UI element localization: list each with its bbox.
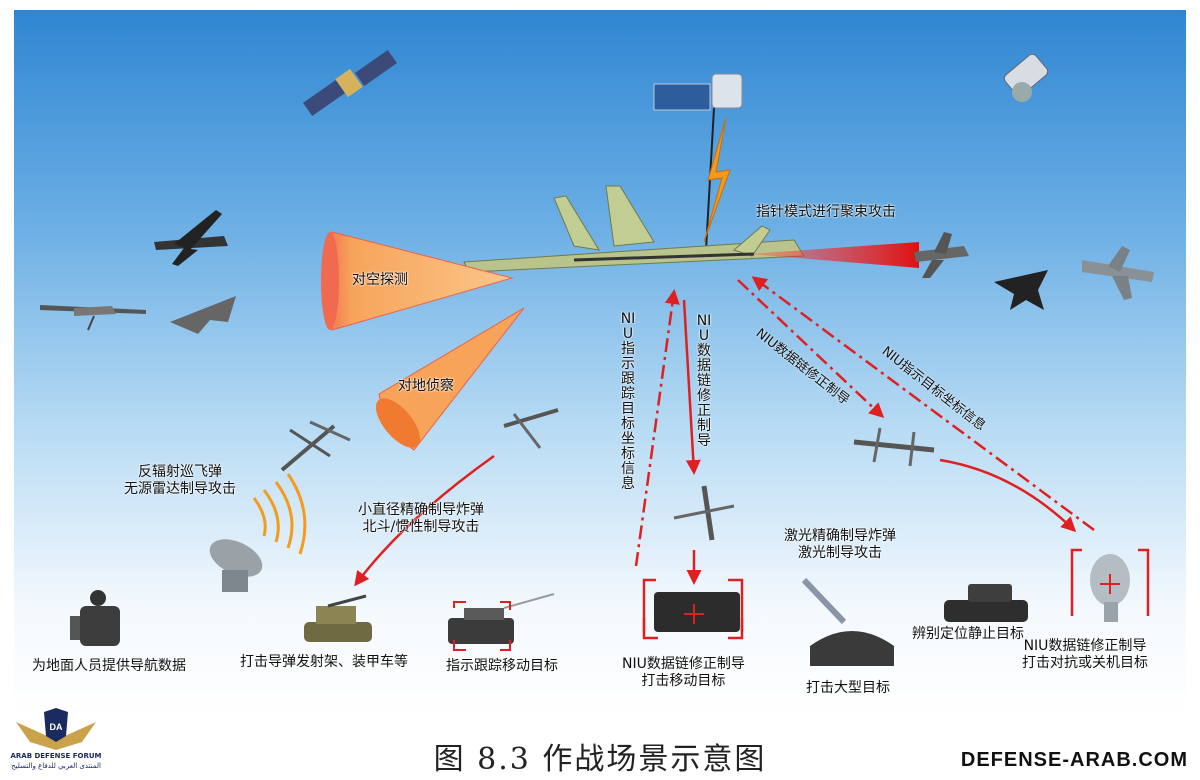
strike-launcher-label: 打击导弹发射架、装甲车等 [240,654,408,670]
pointer-mode-label: 指针模式进行聚束攻击 [756,204,896,220]
laser-bomb-label: 激光精确制导炸弹激光制导攻击 [784,528,896,561]
air-detection-label: 对空探测 [352,272,408,288]
target-bracket [453,601,511,651]
fighter-jet-icon [914,232,969,278]
guided-missile-icon [673,485,735,541]
target-bracket [1070,548,1150,616]
crosshair-icon [684,604,704,624]
forum-logo: DA ARAB DEFENSE FORUM المنتدى العربي للد… [8,708,104,776]
ground-nav-label: 为地面人员提供导航数据 [32,658,186,674]
ground-recon-cone-mouth [375,398,421,448]
eagle-logo-icon: DA [16,708,96,750]
niu-datalink-label: NIU数据链修正制导 [696,313,712,449]
missile-launcher-vehicle-icon [304,594,372,642]
tank-target-icon [944,584,1028,622]
main-uav-icon [463,185,805,273]
satellite-icon [653,73,743,251]
tracked-vehicle-icon [448,593,555,644]
radar-dish-icon [209,539,263,592]
global-hawk-uav-icon [154,210,228,266]
radar-emission-waves [252,473,307,555]
ground-recon-label: 对地侦察 [398,378,454,394]
track-moving-label: 指示跟踪移动目标 [446,658,558,674]
glide-bomb-icon [503,408,559,449]
soldier-icon [70,590,120,646]
flying-wing-uav-icon [170,296,236,334]
attack-beam [749,242,919,268]
guidance-arrows [354,276,1095,587]
anti-radiation-label: 反辐射巡飞弹无源雷达制导攻击 [124,464,236,497]
laser-bomb-icon [801,577,847,625]
strike-counter-label: NIU数据链修正制导打击对抗或关机目标 [1022,638,1148,671]
logo-mark: DA [50,722,63,732]
radar-target-icon [1090,554,1130,622]
figure-caption: 图 8.3 作战场景示意图 [433,742,767,777]
strike-moving-label: NIU数据链修正制导打击移动目标 [622,656,745,689]
watermark-site: DEFENSE-ARAB.COM [960,749,1188,771]
battle-scene-diagram: 对空探测 对地侦察 指针模式进行聚束攻击 反辐射巡飞弹无源雷达制导攻击 小直径精… [14,10,1186,715]
locate-static-label: 辨别定位静止目标 [912,626,1024,642]
cruise-missile-icon [853,427,935,467]
hangar-target-icon [810,631,894,666]
truck-target-icon [654,592,740,632]
niu-indicate-label: NIU指示跟踪目标坐标信息 [620,311,636,492]
strike-large-label: 打击大型目标 [806,680,890,696]
lightning-link-icon [703,117,731,243]
air-detection-cone-mouth [321,232,339,330]
logo-line2: المنتدى العربي للدفاع والتسليح [11,762,101,770]
fighter-jet-icon [1082,246,1154,300]
target-bracket [642,578,744,640]
stealth-bomber-icon [994,270,1048,310]
satellite-icon [303,49,397,117]
predator-uav-icon [40,305,146,331]
small-bomb-label: 小直径精确制导炸弹北斗/惯性制导攻击 [358,502,484,535]
logo-line1: ARAB DEFENSE FORUM [10,752,102,760]
diagram-graphics [40,49,1154,666]
spacecraft-icon [1003,53,1049,102]
loitering-munition-icon [280,420,351,472]
